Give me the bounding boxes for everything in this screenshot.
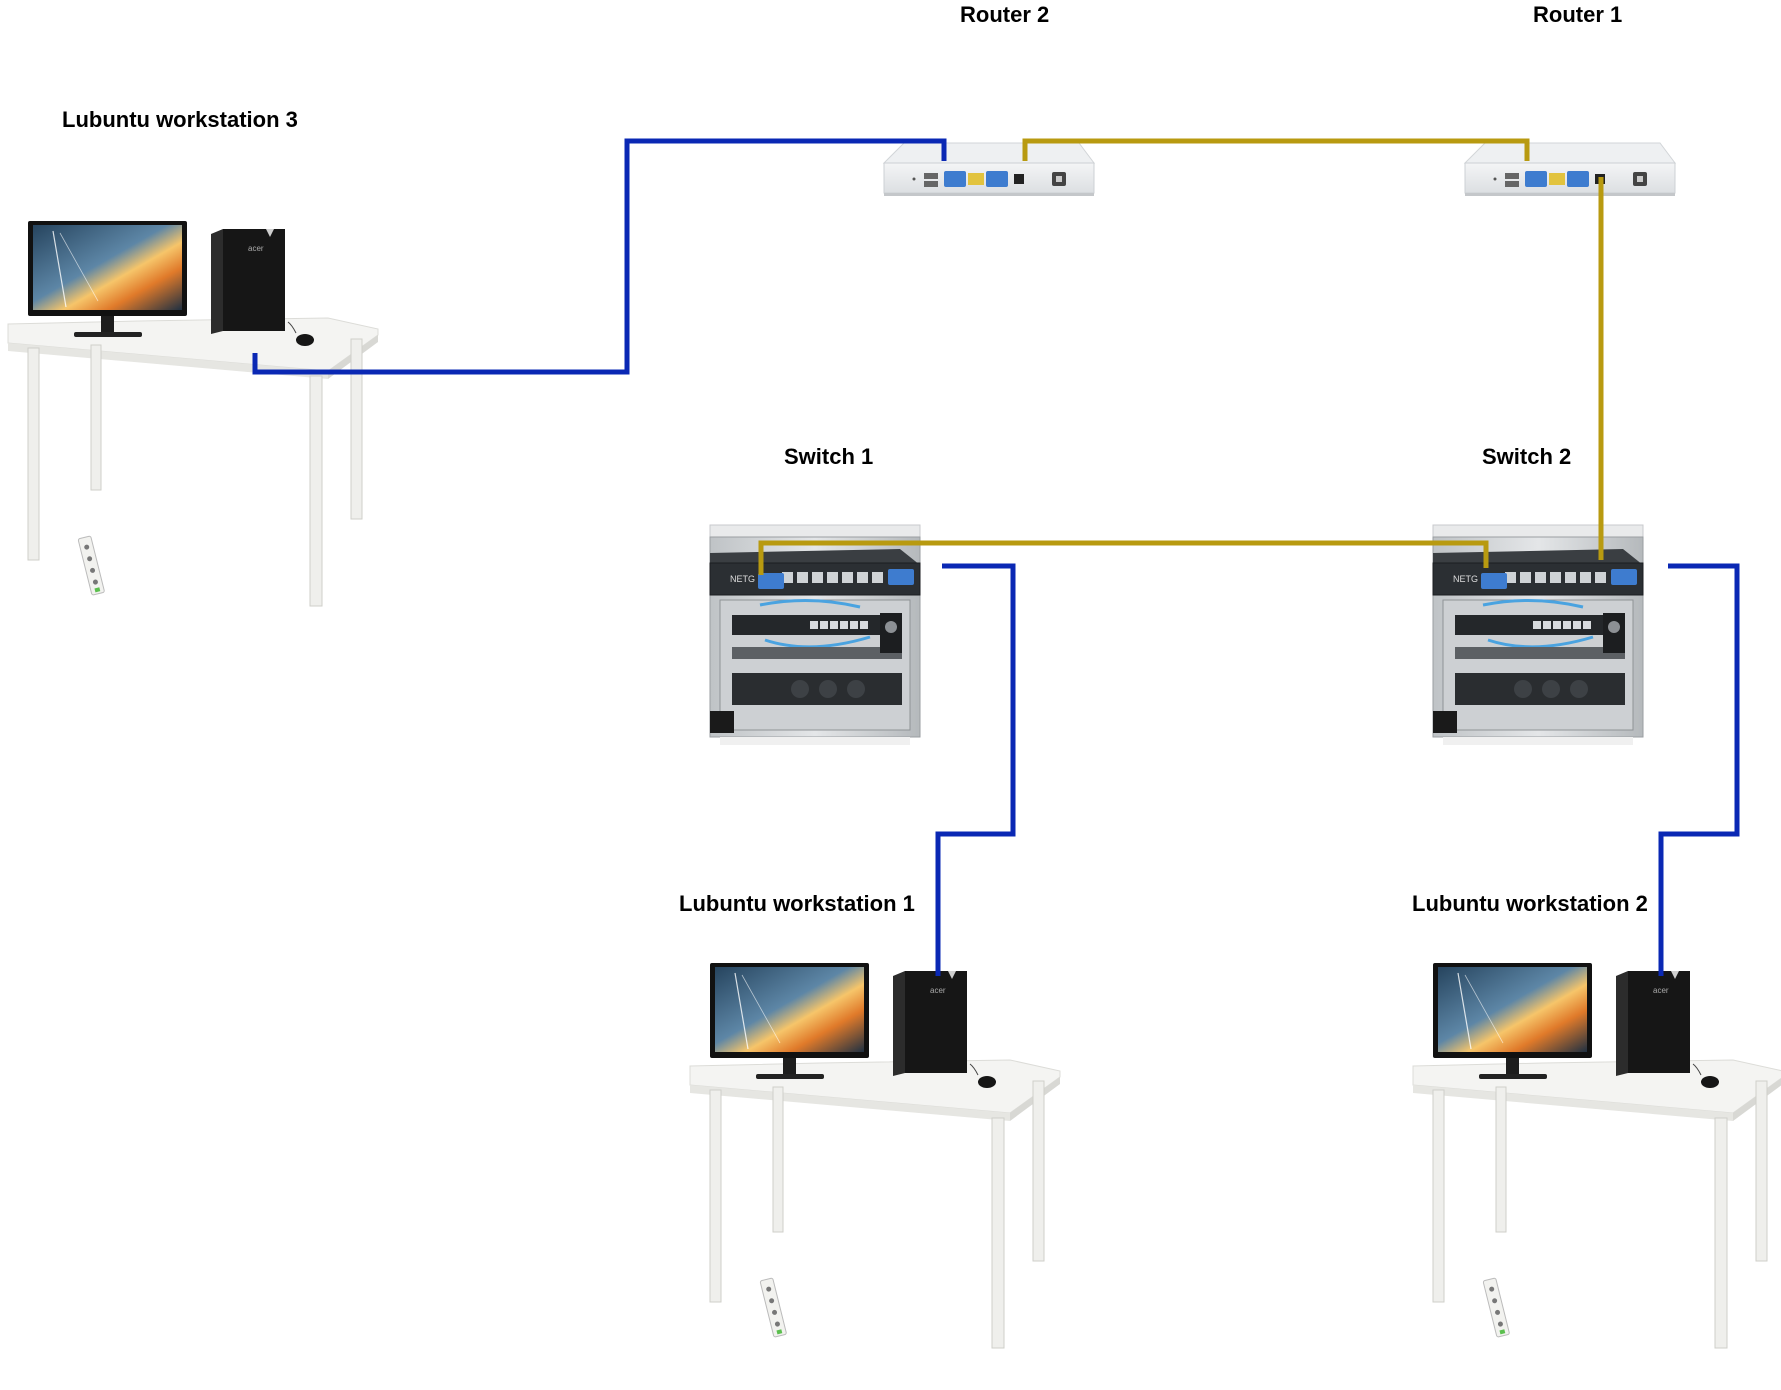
label-workstation-3: Lubuntu workstation 3 <box>62 107 298 132</box>
workstation-1 <box>689 962 1061 1349</box>
cable-switch1-switch2 <box>758 540 1489 575</box>
router-1 <box>1464 142 1676 197</box>
workstation-3 <box>7 220 379 607</box>
cable-router2-router1 <box>1022 138 1530 161</box>
cable-ws3-router2 <box>252 138 947 375</box>
switch-2 <box>1431 523 1645 747</box>
workstation-2 <box>1412 962 1781 1349</box>
label-workstation-1: Lubuntu workstation 1 <box>679 891 915 916</box>
cable-switch2-ws2 <box>1658 563 1740 976</box>
label-switch-1: Switch 1 <box>784 444 874 469</box>
router-2 <box>883 142 1095 197</box>
switch-1 <box>708 523 922 747</box>
label-router-2: Router 2 <box>960 2 1050 27</box>
cable-switch1-ws1 <box>935 563 1016 976</box>
label-switch-2: Switch 2 <box>1482 444 1572 469</box>
label-workstation-2: Lubuntu workstation 2 <box>1412 891 1648 916</box>
label-router-1: Router 1 <box>1533 2 1623 27</box>
